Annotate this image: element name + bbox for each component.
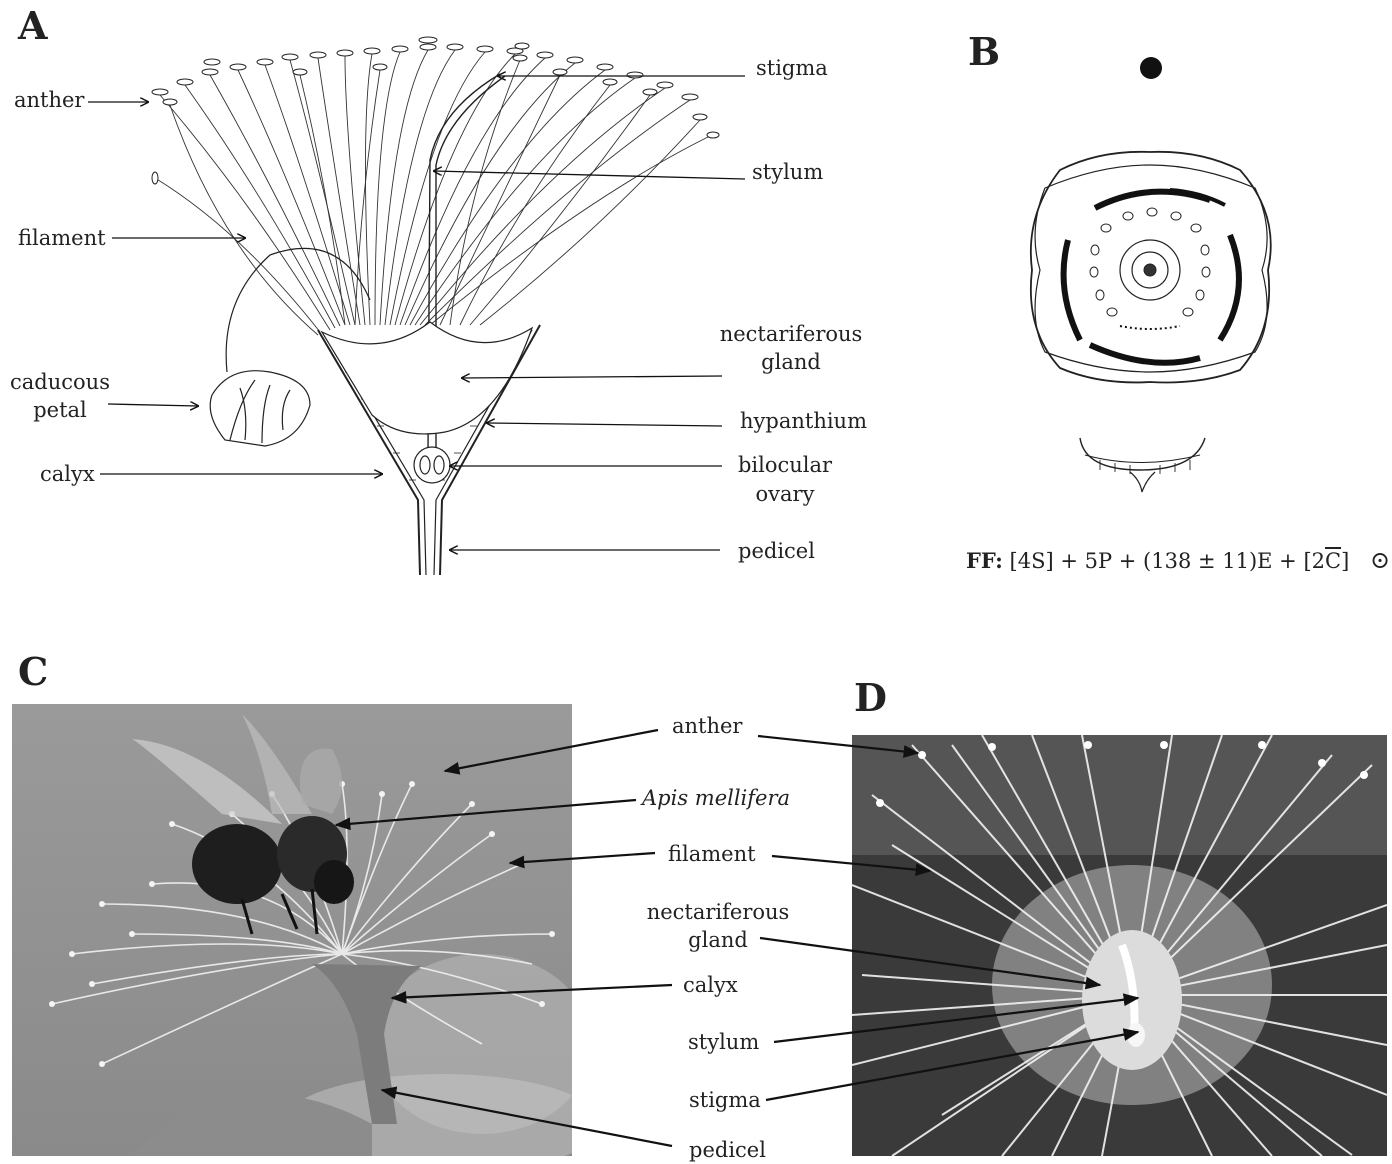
arrow-apis — [336, 800, 636, 825]
arrow-d-anther — [758, 736, 918, 753]
label-calyx: calyx — [40, 460, 95, 488]
label-nectariferous: nectariferous — [716, 320, 866, 348]
label-cd-nectariferous: nectariferous — [642, 898, 794, 926]
arrow-d-stigma — [766, 1032, 1138, 1100]
formula-suffix: ] — [1341, 549, 1349, 573]
label-cd-anther: anther — [672, 712, 742, 740]
label-cd-filament: filament — [668, 840, 756, 868]
label-bilocular: bilocular — [730, 451, 840, 479]
floral-formula: FF: [4S] + 5P + (138 ± 11)E + [2C] ⊙ — [966, 546, 1390, 574]
label-cd-stigma: stigma — [689, 1086, 761, 1114]
formula-body: [4S] + 5P + (138 ± 11)E + [2 — [1010, 549, 1325, 573]
label-hypanthium: hypanthium — [740, 407, 867, 435]
formula-prefix: FF: — [966, 548, 1003, 573]
label-cd-gland: gland — [642, 926, 794, 954]
arrow-d-nectariferous-gland — [760, 938, 1100, 985]
label-anther: anther — [14, 86, 84, 114]
formula-overlined: C — [1325, 549, 1341, 573]
arrow-d-filament — [772, 856, 930, 871]
arrow-d-stylum — [774, 998, 1138, 1042]
arrow-c-calyx — [392, 985, 672, 998]
label-filament: filament — [18, 224, 106, 252]
label-cd-stylum: stylum — [688, 1028, 759, 1056]
arrow-c-pedicel — [382, 1090, 672, 1146]
flower-section-drawing — [152, 37, 719, 575]
label-stigma: stigma — [756, 54, 828, 82]
arrow-c-filament — [510, 853, 655, 863]
label-apis-mellifera: Apis mellifera — [642, 784, 790, 812]
label-petal: petal — [6, 396, 114, 424]
arrow-c-anther — [445, 730, 658, 771]
label-pedicel: pedicel — [738, 537, 815, 565]
label-cd-calyx: calyx — [683, 971, 738, 999]
actinomorphic-symbol: ⊙ — [1370, 546, 1390, 574]
label-cd-pedicel: pedicel — [689, 1136, 766, 1164]
arrow-caducous-petal — [108, 404, 198, 406]
label-stylum: stylum — [752, 158, 823, 186]
floral-diagram — [1031, 57, 1271, 492]
label-gland: gland — [716, 348, 866, 376]
label-ovary: ovary — [730, 480, 840, 508]
label-caducous: caducous — [6, 368, 114, 396]
arrow-hypanthium — [487, 423, 722, 426]
